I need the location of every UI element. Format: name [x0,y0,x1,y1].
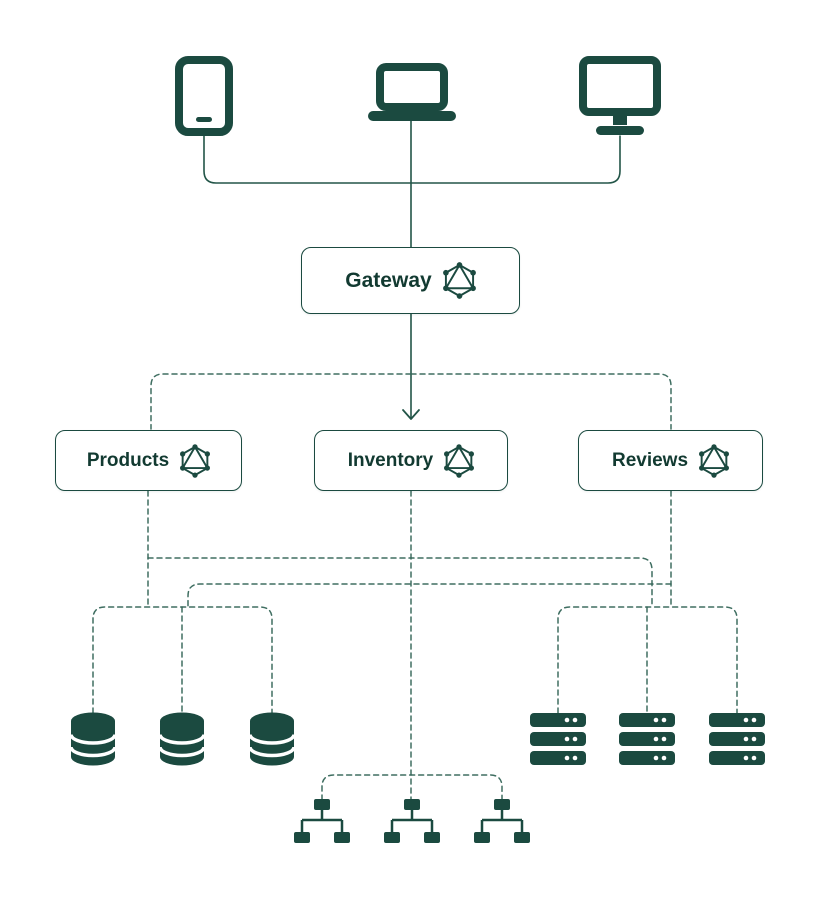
database-icon [249,712,295,766]
edge-database-bus [92,606,273,714]
tablet-client-icon [175,56,233,136]
service-node-reviews: Reviews [578,430,763,491]
service-node-inventory: Inventory [314,430,508,491]
edge-tablet-gateway [203,135,412,184]
laptop-client-icon [368,63,456,121]
desktop-client-icon [579,56,661,135]
server-rack-icon [619,713,675,765]
gateway-node: Gateway [301,247,520,314]
edge-server-bus [557,606,738,714]
database-icon [70,712,116,766]
graphql-logo-icon [699,443,730,478]
edge-reviews-databases [187,583,672,608]
service-label-inventory: Inventory [347,449,434,471]
server-rack-icon [709,713,765,765]
graphql-logo-icon [444,443,475,478]
graphql-logo-icon [442,262,476,299]
network-switch-icon [474,799,530,843]
network-switch-icon [384,799,440,843]
database-icon [159,712,205,766]
edge-products-servers [147,557,653,608]
graphql-logo-icon [180,443,211,478]
server-rack-icon [530,713,586,765]
edge-network-bus [321,774,503,801]
gateway-label: Gateway [345,268,432,292]
network-switch-icon [294,799,350,843]
service-label-products: Products [86,449,170,471]
edge-gateway-reviews [410,373,672,430]
arrowhead-down-icon [402,409,420,420]
edge-gateway-products [150,373,412,430]
service-label-reviews: Reviews [611,449,689,471]
edge-desktop-gateway [410,135,621,184]
service-node-products: Products [55,430,242,491]
